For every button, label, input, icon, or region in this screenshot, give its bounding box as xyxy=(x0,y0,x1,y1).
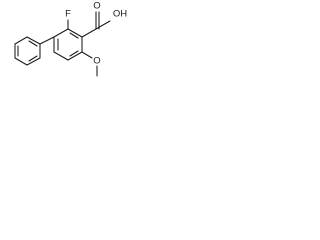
hydroxyl-label: OH xyxy=(113,9,127,20)
bond xyxy=(26,57,41,66)
bond xyxy=(67,28,83,38)
bond xyxy=(26,36,41,45)
phenyl-ring xyxy=(14,36,41,66)
bond xyxy=(14,36,28,45)
c-oh-bond xyxy=(95,20,111,30)
biaryl-bond xyxy=(39,36,55,45)
methoxy-oxygen-label: O xyxy=(93,56,100,67)
carbonyl-oxygen-label: O xyxy=(93,1,100,12)
substituted-ring xyxy=(53,28,83,61)
bond xyxy=(53,51,69,61)
double-bond-inner xyxy=(28,40,38,47)
double-bond-inner xyxy=(69,50,79,57)
chemical-structure-diagram: F O OH O xyxy=(14,1,127,77)
double-bond-inner xyxy=(28,55,38,62)
bond xyxy=(14,57,28,66)
fluorine-label: F xyxy=(65,9,71,20)
bond xyxy=(53,28,69,38)
c-o-methoxy-bond xyxy=(81,51,93,59)
bond xyxy=(67,51,83,61)
double-bond-inner xyxy=(69,32,79,39)
ring-carboxyl-bond xyxy=(81,28,97,38)
